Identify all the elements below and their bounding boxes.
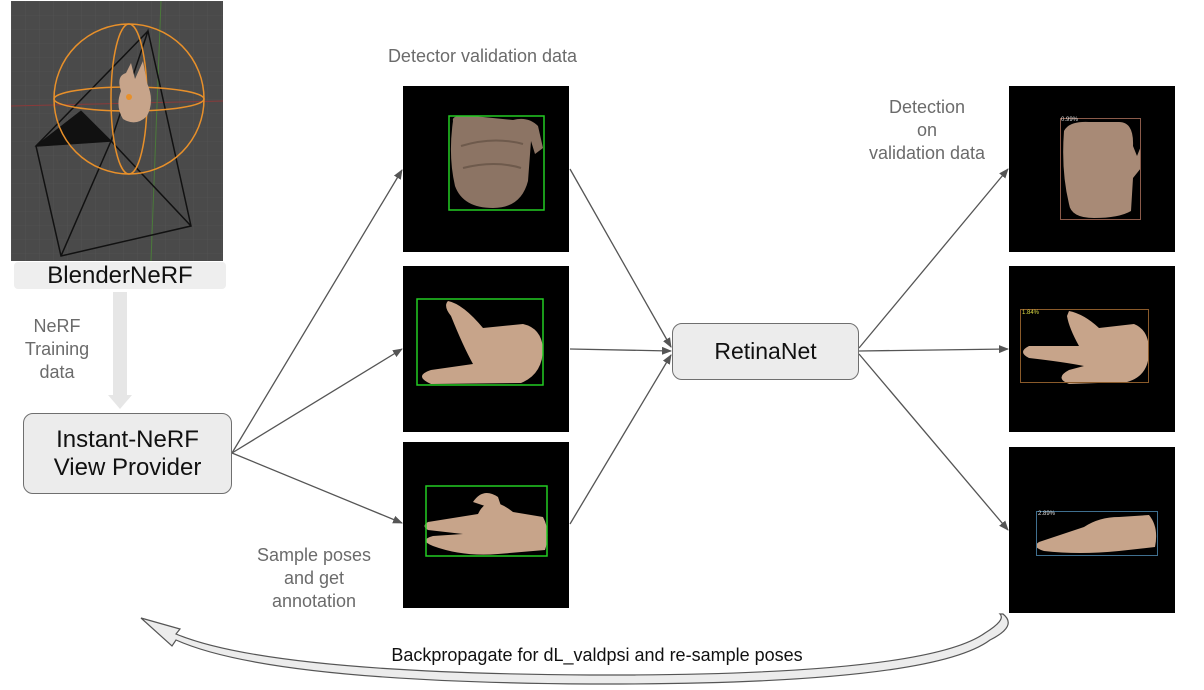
detection-image-2: 1.84% — [1009, 266, 1175, 432]
arrow-retinanet-to-detection-1 — [858, 168, 1009, 349]
validation-image-2 — [403, 266, 569, 432]
arrow-nerf-to-panel-2 — [231, 348, 403, 454]
detection-image-3: 2.89% — [1009, 447, 1175, 613]
detection-on-validation-label: Detection on validation data — [868, 97, 986, 163]
instant-nerf-node: Instant-NeRF View Provider — [23, 413, 232, 494]
detection-box-1: 0.99% — [1060, 117, 1141, 220]
detection-score-2: 1.84% — [1022, 310, 1040, 316]
retinanet-node: RetinaNet — [672, 323, 859, 380]
arrow-panel-3-to-retinanet — [569, 354, 672, 525]
arrow-retinanet-to-detection-2 — [858, 345, 1009, 354]
training-data-arrow-shaft — [113, 292, 127, 395]
arrow-retinanet-to-detection-3 — [858, 353, 1009, 531]
backpropagate-label: Backpropagate for dL_valdpsi and re-samp… — [391, 645, 803, 665]
arrow-panel-2-to-retinanet — [569, 346, 672, 355]
arrow-nerf-to-panel-3 — [231, 452, 403, 524]
training-data-arrow-head — [108, 395, 132, 409]
detection-score-1: 0.99% — [1061, 117, 1079, 123]
validation-image-3 — [403, 442, 569, 608]
detection-image-1: 0.99% — [1009, 86, 1175, 252]
detection-score-3: 2.89% — [1038, 511, 1056, 517]
blender-title: BlenderNeRF — [47, 261, 193, 289]
blender-title-box: BlenderNeRF — [14, 262, 226, 289]
nerf-training-label: NeRF Training data — [24, 316, 90, 382]
detection-box-3: 2.89% — [1036, 511, 1158, 556]
arrow-nerf-to-panel-1 — [231, 169, 403, 454]
arrow-panel-1-to-retinanet — [569, 168, 672, 348]
sample-poses-label: Sample poses and get annotation — [256, 545, 372, 611]
validation-image-1 — [403, 86, 569, 252]
blender-viewport-image — [11, 1, 223, 261]
detector-validation-label: Detector validation data — [387, 46, 578, 66]
detection-box-2: 1.84% — [1020, 309, 1149, 383]
feedback-arrow — [140, 613, 1009, 685]
